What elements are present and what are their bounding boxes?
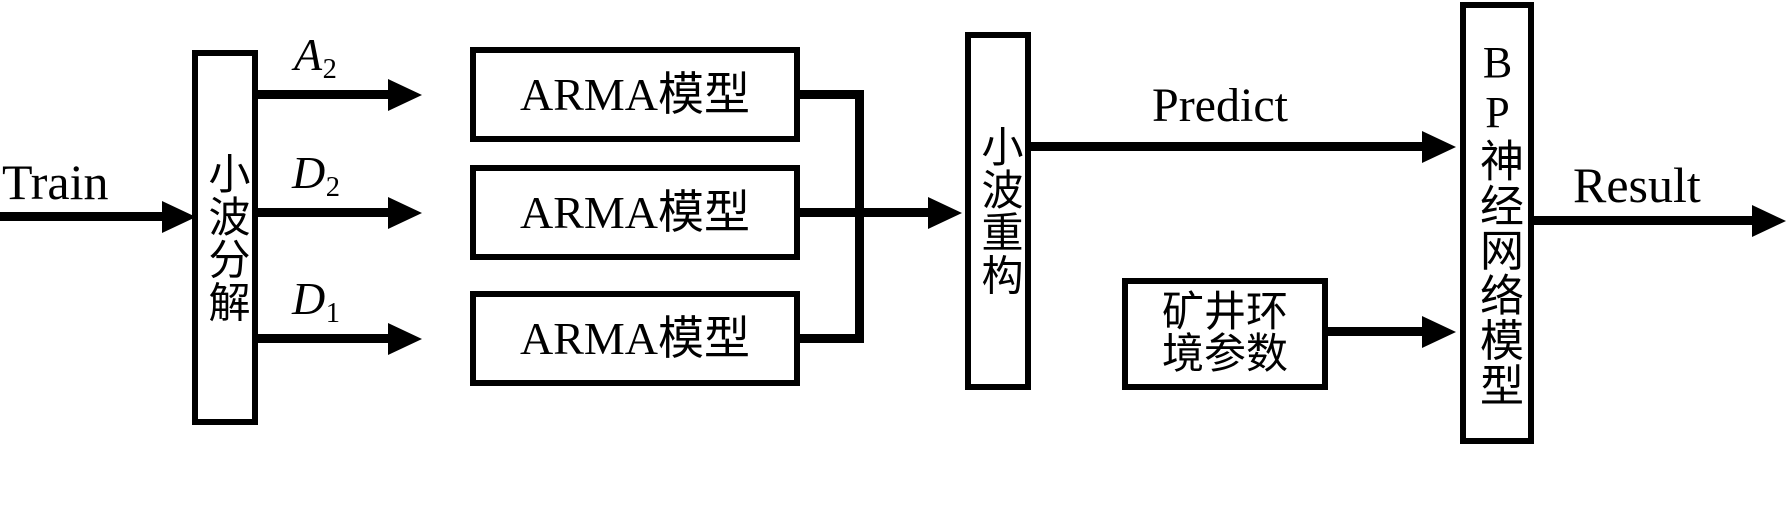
node-wavelet-decomposition[interactable]: 小波分解 (192, 50, 258, 425)
result-arrow-head (1752, 205, 1786, 237)
edge-label-d1-base: D (292, 273, 326, 324)
predict-arrow-head (1422, 131, 1456, 163)
node-arma-model-1[interactable]: ARMA模型 (470, 47, 800, 142)
merge-to-reconstruction-line (855, 208, 935, 217)
d2-arrow-line (256, 208, 396, 217)
edge-label-d2-sub: 2 (325, 171, 341, 203)
mine-env-to-bp-arrow-head (1422, 316, 1456, 348)
arma3-out-line (798, 334, 864, 343)
predict-arrow-line (1029, 142, 1429, 151)
arma1-out-line (798, 90, 864, 99)
edge-label-a2-sub: 2 (322, 53, 337, 85)
train-arrow-head (162, 201, 196, 233)
node-bp-network-model[interactable]: BP神经网络模型 (1460, 2, 1534, 444)
d1-arrow-line (256, 334, 396, 343)
node-mine-env-params[interactable]: 矿井环 境参数 (1122, 278, 1328, 390)
node-wavelet-reconstruction-label: 小波重构 (975, 125, 1021, 297)
edge-label-a2-base: A (294, 29, 323, 80)
arma2-out-line (798, 208, 864, 217)
node-mine-env-params-label: 矿井环 境参数 (1161, 290, 1288, 378)
edge-label-d1-sub: 1 (325, 297, 341, 329)
edge-label-d1: D1 (292, 276, 340, 329)
d1-arrow-head (388, 323, 422, 355)
node-arma-model-3-label: ARMA模型 (519, 312, 751, 364)
node-arma-model-3[interactable]: ARMA模型 (470, 291, 800, 386)
edge-label-predict: Predict (1152, 79, 1288, 132)
node-arma-model-1-label: ARMA模型 (519, 68, 751, 120)
node-bp-network-model-label: BP神经网络模型 (1473, 38, 1522, 408)
edge-label-d2-base: D (292, 147, 326, 198)
edge-label-train: Train (2, 154, 109, 210)
node-arma-model-2-label: ARMA模型 (519, 186, 751, 238)
a2-arrow-line (256, 90, 396, 99)
node-wavelet-decomposition-label: 小波分解 (202, 151, 248, 324)
node-arma-model-2[interactable]: ARMA模型 (470, 165, 800, 260)
mine-env-to-bp-line (1327, 327, 1432, 336)
node-wavelet-reconstruction[interactable]: 小波重构 (965, 32, 1031, 390)
d2-arrow-head (388, 197, 422, 229)
edge-label-d2: D2 (292, 150, 340, 203)
merge-to-reconstruction-arrow-head (928, 197, 962, 229)
a2-arrow-head (388, 79, 422, 111)
result-arrow-line (1533, 216, 1755, 225)
edge-label-a2: A2 (294, 32, 337, 85)
edge-label-result: Result (1573, 157, 1701, 213)
train-arrow-line (0, 212, 170, 221)
